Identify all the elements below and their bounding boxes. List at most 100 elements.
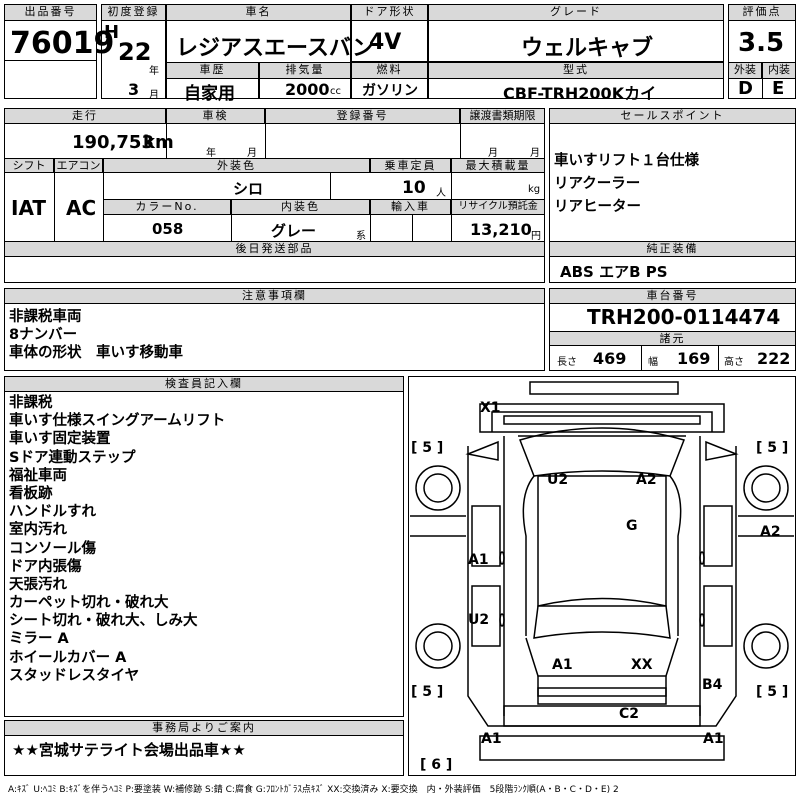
inspector-note: ハンドルすれ <box>9 504 96 521</box>
width: 169 <box>677 349 711 368</box>
car-diagram-box <box>408 376 796 776</box>
transfer-day-unit: 月 <box>530 148 540 159</box>
sales-point-header: セールスポイント <box>549 108 796 124</box>
recycle-header: リサイクル預託金 <box>451 199 545 215</box>
sales-point-item: リアヒーター <box>554 199 641 215</box>
ac-header: エアコン <box>54 158 103 173</box>
exterior-header: 外装 <box>728 62 762 79</box>
damage-a1-bl: A1 <box>481 731 502 747</box>
reg-month: 3 <box>128 80 140 99</box>
fuel-header: 燃料 <box>351 62 428 79</box>
reg-year: 22 <box>118 38 152 66</box>
specs-header: 諸元 <box>549 331 796 346</box>
fuel: ガソリン <box>362 83 418 99</box>
score: 3.5 <box>738 28 785 58</box>
car-name: レジアスエースバン <box>176 36 375 61</box>
note-item: 8ナンバー <box>9 327 78 344</box>
person-unit: 人 <box>436 188 446 199</box>
inspector-note: 室内汚れ <box>9 522 67 539</box>
ext-color: シロ <box>233 180 264 198</box>
length-label: 長さ <box>557 357 577 368</box>
inspector-notes-list: 非課税 車いす仕様スイングアームリフト 車いす固定装置 Sドア連動ステップ 福祉… <box>9 394 225 685</box>
month-unit: 月 <box>149 90 159 101</box>
tire-rl: [ 5 ] <box>411 684 444 700</box>
exterior-grade: D <box>738 78 753 99</box>
interior-grade: E <box>772 78 785 99</box>
reg-era: H <box>104 22 120 43</box>
lot-no-header: 出品番号 <box>4 4 97 21</box>
displacement-header: 排気量 <box>259 62 351 79</box>
car-diagram <box>410 381 794 761</box>
inspector-note: 福祉車両 <box>9 467 67 484</box>
year-unit: 年 <box>149 66 159 77</box>
inspector-note: コンソール傷 <box>9 540 96 557</box>
lot-no: 76019 <box>10 26 115 61</box>
inspector-note: 車いす固定装置 <box>9 431 111 448</box>
import-header: 輸入車 <box>370 199 451 215</box>
insp-year-unit: 年 <box>206 148 216 159</box>
ext-color-header: 外装色 <box>103 158 370 173</box>
notes-list: 非課税車両 8ナンバー 車体の形状 車いす移動車 <box>9 308 183 363</box>
inspector-note: 看板跡 <box>9 485 53 502</box>
inspector-note: Sドア連動ステップ <box>9 449 136 466</box>
note-item: 車体の形状 車いす移動車 <box>9 345 183 362</box>
inspector-note: スタッドレスタイヤ <box>9 667 140 684</box>
yen-unit: 円 <box>531 231 541 242</box>
interior-header: 内装 <box>762 62 796 79</box>
damage-a1-rear: A1 <box>552 657 573 673</box>
tire-fl: [ 5 ] <box>411 440 444 456</box>
inspector-header: 検査員記入欄 <box>4 376 404 392</box>
score-header: 評価点 <box>728 4 796 21</box>
ac: AC <box>66 196 97 220</box>
inspector-note: カーペット切れ・破れ大 <box>9 595 169 612</box>
damage-c2: C2 <box>619 706 640 722</box>
note-item: 非課税車両 <box>9 309 82 325</box>
km-unit: km <box>143 132 174 153</box>
inspector-note: ドア内張傷 <box>9 558 82 575</box>
int-color: グレー <box>271 222 317 240</box>
int-color-header: 内装色 <box>231 199 370 215</box>
damage-x1: X1 <box>480 400 501 416</box>
displacement: 2000 <box>285 80 330 99</box>
inspector-note: 車いす仕様スイングアームリフト <box>9 413 226 430</box>
grade-header: グレード <box>428 4 724 21</box>
first-reg-header: 初度登録 <box>101 4 166 21</box>
reg-no-header: 登録番号 <box>265 108 460 124</box>
later-parts-header: 後日発送部品 <box>4 241 545 257</box>
transfer-month-unit: 月 <box>488 148 498 159</box>
legend: A:ｷｽﾞ U:ﾍｺﾐ B:ｷｽﾞを伴うﾍｺﾐ P:要塗装 W:補修跡 S:錆 … <box>8 785 619 795</box>
kg-unit: kg <box>528 184 541 195</box>
damage-a1-left: A1 <box>468 552 489 568</box>
office-message: ★★宮城サテライト会場出品車★★ <box>12 741 246 759</box>
height: 222 <box>757 349 791 368</box>
damage-a2-front: A2 <box>636 472 657 488</box>
equipment-header: 純正装備 <box>549 241 796 257</box>
cc-unit: cc <box>330 86 341 97</box>
tire-rr: [ 5 ] <box>756 684 789 700</box>
color-no: 058 <box>152 220 184 238</box>
inspection-header: 車検 <box>166 108 265 124</box>
notes-header: 注意事項欄 <box>4 288 545 304</box>
damage-a1-br: A1 <box>703 731 724 747</box>
tire-fr: [ 5 ] <box>756 440 789 456</box>
shift: IAT <box>11 196 47 220</box>
capacity-header: 乗車定員 <box>370 158 451 173</box>
spare-tire: [ 6 ] <box>420 757 453 773</box>
model-header: 型式 <box>428 62 724 79</box>
sales-point-item: リアクーラー <box>554 176 641 192</box>
inspector-note: 非課税 <box>9 395 53 411</box>
office-header: 事務局よりご案内 <box>4 720 404 736</box>
mileage: 190,753 <box>72 132 154 153</box>
car-name-header: 車名 <box>166 4 351 21</box>
inspector-note: ホイールカバー A <box>9 649 127 666</box>
inspector-note: ミラー A <box>9 631 69 648</box>
grade: ウェルキャブ <box>521 36 654 61</box>
damage-a2-right: A2 <box>760 524 781 540</box>
transfer-header: 譲渡書類期限 <box>460 108 545 124</box>
chassis-header: 車台番号 <box>549 288 796 304</box>
insp-month-unit: 月 <box>247 148 257 159</box>
model-code: CBF-TRH200Kカイ <box>503 84 657 103</box>
max-load-header: 最大積載量 <box>451 158 545 173</box>
width-label: 幅 <box>648 357 658 368</box>
recycle: 13,210 <box>470 220 532 239</box>
